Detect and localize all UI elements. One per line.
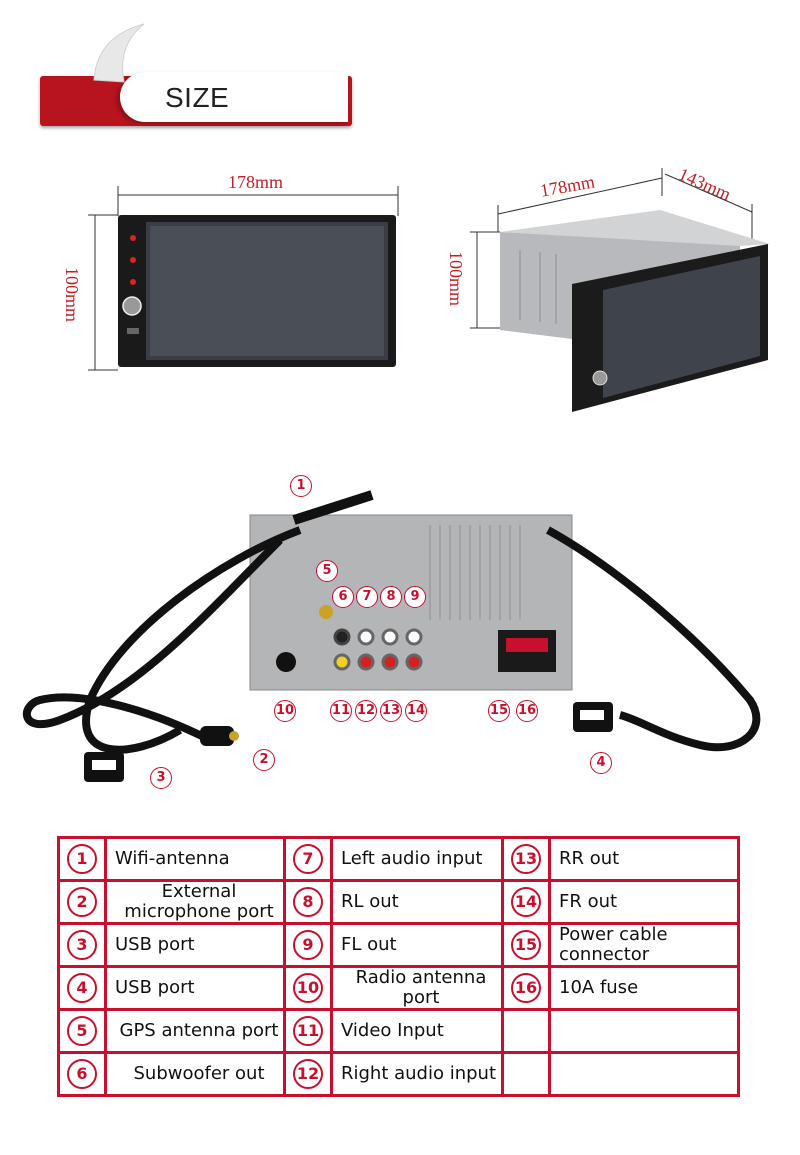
port-label: RR out bbox=[548, 836, 740, 882]
port-label: GPS antenna port bbox=[104, 1008, 286, 1054]
callout-2: 2 bbox=[253, 749, 275, 771]
callout-14: 14 bbox=[405, 700, 427, 722]
callout-10: 10 bbox=[274, 700, 296, 722]
empty-cell bbox=[501, 1051, 551, 1097]
port-spec-table: 1 Wifi-antenna 7 Left audio input 13 RR … bbox=[57, 836, 740, 1097]
front-width-label: 178mm bbox=[228, 172, 284, 192]
port-label: Left audio input bbox=[330, 836, 504, 882]
table-row: 4 USB port 10 Radio antenna port 16 10A … bbox=[57, 965, 740, 1011]
row-number: 1 bbox=[67, 844, 97, 874]
callout-12: 12 bbox=[355, 700, 377, 722]
table-row: 6 Subwoofer out 12 Right audio input bbox=[57, 1051, 740, 1097]
row-number: 15 bbox=[511, 930, 541, 960]
port-label: RL out bbox=[330, 879, 504, 925]
section-title: SIZE bbox=[165, 82, 230, 113]
port-label: Video Input bbox=[330, 1008, 504, 1054]
row-number: 8 bbox=[293, 887, 323, 917]
empty-cell bbox=[501, 1008, 551, 1054]
front-height-label: 100mm bbox=[62, 266, 83, 323]
callout-7: 7 bbox=[356, 586, 378, 608]
port-label: USB port bbox=[104, 922, 286, 968]
callout-6: 6 bbox=[332, 586, 354, 608]
size-banner: SIZE bbox=[40, 72, 352, 128]
port-label: External microphone port bbox=[104, 879, 286, 925]
row-number: 11 bbox=[293, 1016, 323, 1046]
banner-white-tab bbox=[120, 72, 348, 122]
callout-16: 16 bbox=[516, 700, 538, 722]
callout-1: 1 bbox=[290, 475, 312, 497]
port-label: FR out bbox=[548, 879, 740, 925]
callout-11: 11 bbox=[330, 700, 352, 722]
port-label: USB port bbox=[104, 965, 286, 1011]
side-unit bbox=[500, 210, 770, 412]
row-number: 10 bbox=[293, 973, 323, 1003]
port-label: Right audio input bbox=[330, 1051, 504, 1097]
empty-cell bbox=[548, 1008, 740, 1054]
callout-5: 5 bbox=[316, 560, 338, 582]
callout-13: 13 bbox=[380, 700, 402, 722]
dimension-lines bbox=[88, 168, 770, 412]
side-height-label: 100mm bbox=[446, 250, 467, 307]
row-number: 5 bbox=[67, 1016, 97, 1046]
table-row: 5 GPS antenna port 11 Video Input bbox=[57, 1008, 740, 1054]
row-number: 7 bbox=[293, 844, 323, 874]
port-label: Wifi-antenna bbox=[104, 836, 286, 882]
row-number: 13 bbox=[511, 844, 541, 874]
callout-3: 3 bbox=[150, 767, 172, 789]
port-label: FL out bbox=[330, 922, 504, 968]
page-curl-icon bbox=[93, 23, 145, 83]
row-number: 12 bbox=[293, 1059, 323, 1089]
callout-4: 4 bbox=[590, 752, 612, 774]
row-number: 4 bbox=[67, 973, 97, 1003]
port-label: 10A fuse bbox=[548, 965, 740, 1011]
row-number: 16 bbox=[511, 973, 541, 1003]
row-number: 14 bbox=[511, 887, 541, 917]
empty-cell bbox=[548, 1051, 740, 1097]
callout-15: 15 bbox=[488, 700, 510, 722]
port-label: Power cable connector bbox=[548, 922, 740, 968]
rear-diagram bbox=[22, 490, 761, 782]
table-row: 2 External microphone port 8 RL out 14 F… bbox=[57, 879, 740, 925]
front-unit bbox=[118, 215, 396, 367]
row-number: 6 bbox=[67, 1059, 97, 1089]
callout-9: 9 bbox=[404, 586, 426, 608]
table-row: 1 Wifi-antenna 7 Left audio input 13 RR … bbox=[57, 836, 740, 882]
table-row: 3 USB port 9 FL out 15 Power cable conne… bbox=[57, 922, 740, 968]
row-number: 2 bbox=[67, 887, 97, 917]
row-number: 9 bbox=[293, 930, 323, 960]
port-label: Subwoofer out bbox=[104, 1051, 286, 1097]
port-label: Radio antenna port bbox=[330, 965, 504, 1011]
row-number: 3 bbox=[67, 930, 97, 960]
callout-8: 8 bbox=[380, 586, 402, 608]
